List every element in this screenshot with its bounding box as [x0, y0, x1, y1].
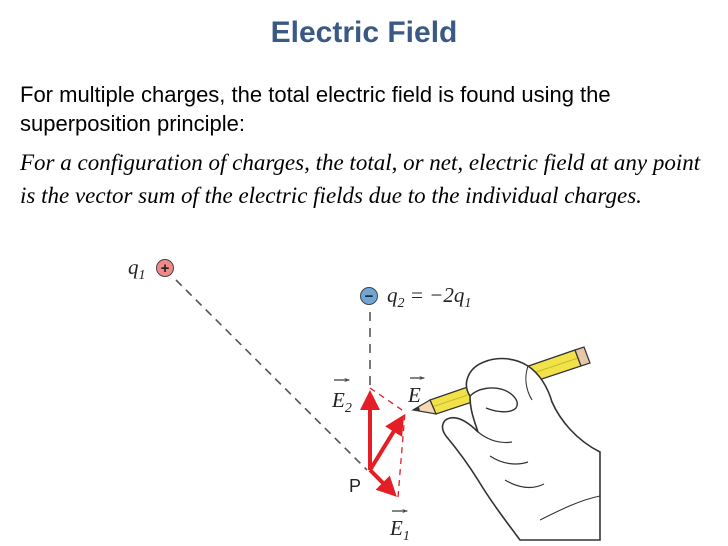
q2-sign: −: [365, 288, 374, 305]
charge-q2: −: [360, 287, 378, 305]
svg-text:E1: E1: [389, 516, 410, 544]
q1-sign: +: [161, 260, 170, 277]
q1-label: q1: [128, 255, 146, 283]
svg-text:E: E: [407, 383, 421, 407]
construction-line-e2-to-e: [369, 387, 406, 413]
svg-text:E2: E2: [331, 388, 352, 416]
superposition-diagram: + q1 − q2 = −2q1 P E2 E E1: [128, 255, 601, 544]
page-title: Electric Field: [270, 16, 458, 49]
hand-with-pencil-illustration: [411, 346, 601, 541]
intro-paragraph: For multiple charges, the total electric…: [20, 82, 611, 136]
e-net-vector: [368, 414, 405, 472]
superposition-principle-statement: For a configuration of charges, the tota…: [20, 150, 701, 208]
e-net-label: E: [407, 378, 422, 407]
e2-label: E2: [331, 380, 352, 416]
point-p-label: P: [349, 476, 361, 496]
e1-label: E1: [389, 511, 410, 544]
charge-q1: +: [156, 259, 174, 277]
q1-to-p-dashed-line: [175, 279, 368, 471]
e1-vector: [368, 468, 397, 497]
q2-label: q2 = −2q1: [387, 283, 471, 311]
